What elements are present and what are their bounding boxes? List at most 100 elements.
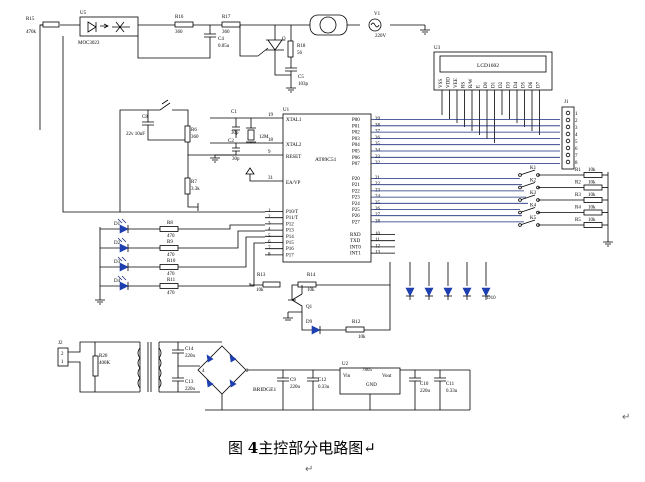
header-pin-number: 5 bbox=[575, 140, 578, 145]
value-c2: 30p bbox=[232, 157, 240, 162]
led-cathode bbox=[127, 225, 160, 233]
value-c8: 22v 10uF bbox=[126, 132, 145, 137]
led-emission bbox=[117, 237, 127, 243]
optocoupler-u5 bbox=[79, 16, 139, 37]
led-resistor-label: R10 bbox=[167, 259, 176, 264]
d10-diode bbox=[424, 287, 434, 297]
value-r17: 360 bbox=[222, 30, 230, 35]
header-pin bbox=[565, 110, 571, 116]
key-label: K4 bbox=[530, 204, 537, 209]
port0-pin-label: P05 bbox=[352, 150, 360, 155]
lcd-pin-label: VSS bbox=[439, 79, 444, 88]
led-diode bbox=[119, 281, 129, 291]
resistor-r18 bbox=[287, 40, 294, 58]
key-resistor-label: R5 bbox=[575, 218, 581, 223]
pin-eavp: EA/VP bbox=[286, 181, 301, 186]
led-label: D4 bbox=[114, 279, 121, 284]
port1-pin-label: P17 bbox=[286, 253, 294, 258]
label-x1: 12M bbox=[259, 135, 269, 140]
reg-vin: Vin bbox=[343, 374, 351, 379]
led-resistor bbox=[159, 245, 179, 251]
value-c9: 220u bbox=[290, 385, 301, 390]
key-resistor-value: 10k bbox=[588, 206, 596, 211]
clock-reset-section: C1 30p 12M C2 30p C8 22v 10uF R6 360 R7 … bbox=[119, 99, 269, 212]
port2-pin-label: P23 bbox=[352, 196, 360, 201]
key-label: K1 bbox=[530, 166, 537, 171]
port0-pin-label: P03 bbox=[352, 137, 360, 142]
label-r13: R13 bbox=[257, 273, 266, 278]
value-c1: 30p bbox=[231, 131, 239, 136]
label-c4: C4 bbox=[218, 37, 224, 42]
port3-pin-label: INT1 bbox=[350, 252, 361, 257]
value-c13: 220u bbox=[185, 387, 196, 392]
resistor-r20 bbox=[92, 355, 99, 377]
label-r16: R16 bbox=[175, 15, 184, 20]
j2-pin1: 1 bbox=[61, 360, 64, 365]
key-label: K2 bbox=[530, 179, 537, 184]
caption-number: 4 bbox=[247, 439, 259, 457]
key-resistor-label: R3 bbox=[575, 193, 581, 198]
key-resistor-value: 10k bbox=[588, 193, 596, 198]
led-port-wire bbox=[178, 230, 265, 249]
label-r7: R7 bbox=[191, 180, 197, 185]
label-c1: C1 bbox=[231, 110, 237, 115]
label-c9: C9 bbox=[290, 378, 296, 383]
key-resistor bbox=[583, 197, 603, 203]
header-pin-number: 2 bbox=[575, 119, 578, 124]
label-bridge: BRIDGE1 bbox=[253, 387, 276, 393]
value-r16: 360 bbox=[175, 30, 183, 35]
label-v1: V1 bbox=[374, 12, 381, 17]
led-emission bbox=[117, 256, 127, 262]
lcd-pin-label: D5 bbox=[522, 81, 527, 88]
port2-pin-label: P25 bbox=[352, 208, 360, 213]
pin-xtal2: XTAL2 bbox=[286, 143, 302, 148]
label-j2: J2 bbox=[58, 341, 63, 346]
connector-j2 bbox=[57, 347, 69, 367]
caption-prefix: 图 bbox=[228, 439, 244, 457]
lcd-pin-label: E bbox=[477, 85, 482, 88]
port2-pin-label: P20 bbox=[352, 177, 360, 182]
led-emission bbox=[117, 275, 127, 281]
header-pin-number: 7 bbox=[575, 154, 578, 159]
header-pin-number: 4 bbox=[575, 133, 578, 138]
label-u5: U5 bbox=[80, 11, 87, 16]
lcd-pin-leads bbox=[441, 90, 540, 143]
port1-pin-label: P10/T bbox=[286, 210, 298, 215]
led-resistor-label: R11 bbox=[167, 278, 176, 283]
label-c2: C2 bbox=[228, 139, 234, 144]
port2-pin-label: P22 bbox=[352, 189, 360, 194]
header-pin bbox=[565, 152, 571, 158]
key-resistor bbox=[583, 184, 603, 191]
key-resistor bbox=[583, 172, 603, 178]
led-resistor-value: 470 bbox=[167, 234, 175, 239]
label-c14: C14 bbox=[185, 347, 194, 352]
lcd-title: LCD1602 bbox=[477, 63, 499, 69]
pinnum-9: 9 bbox=[268, 150, 271, 155]
label-r14: R14 bbox=[307, 273, 316, 278]
header-pin-number: 8 bbox=[575, 161, 578, 166]
led-diode bbox=[119, 224, 129, 234]
label-r17: R17 bbox=[222, 15, 231, 20]
header-pin-number: 6 bbox=[575, 147, 578, 152]
port0-pin-label: P00 bbox=[352, 118, 360, 123]
lcd-pin-label: VEE bbox=[454, 78, 459, 88]
resistor-r16 bbox=[174, 21, 194, 28]
transistor-section: R13 10k R14 10k Q1 D9 R12 10k D10 bbox=[249, 262, 496, 340]
led-cathode bbox=[127, 282, 160, 290]
pin-xtal1: XTAL1 bbox=[286, 118, 302, 123]
bridge-pin4: 4 bbox=[202, 369, 205, 374]
lcd-pin-label: D4 bbox=[514, 81, 519, 88]
figure-caption: 图 4主控部分电路图↵ bbox=[228, 437, 376, 458]
label-q: Q bbox=[282, 37, 286, 42]
key-resistor-value: 10k bbox=[588, 168, 596, 173]
value-u5: MOC3023 bbox=[78, 41, 100, 46]
value-c10: 220u bbox=[420, 389, 431, 394]
header-pin-number: 3 bbox=[575, 126, 578, 131]
led-resistor bbox=[159, 226, 179, 232]
value-r18: 56 bbox=[297, 51, 303, 56]
led-diode bbox=[119, 262, 129, 272]
reg-gnd: GND bbox=[366, 383, 377, 388]
